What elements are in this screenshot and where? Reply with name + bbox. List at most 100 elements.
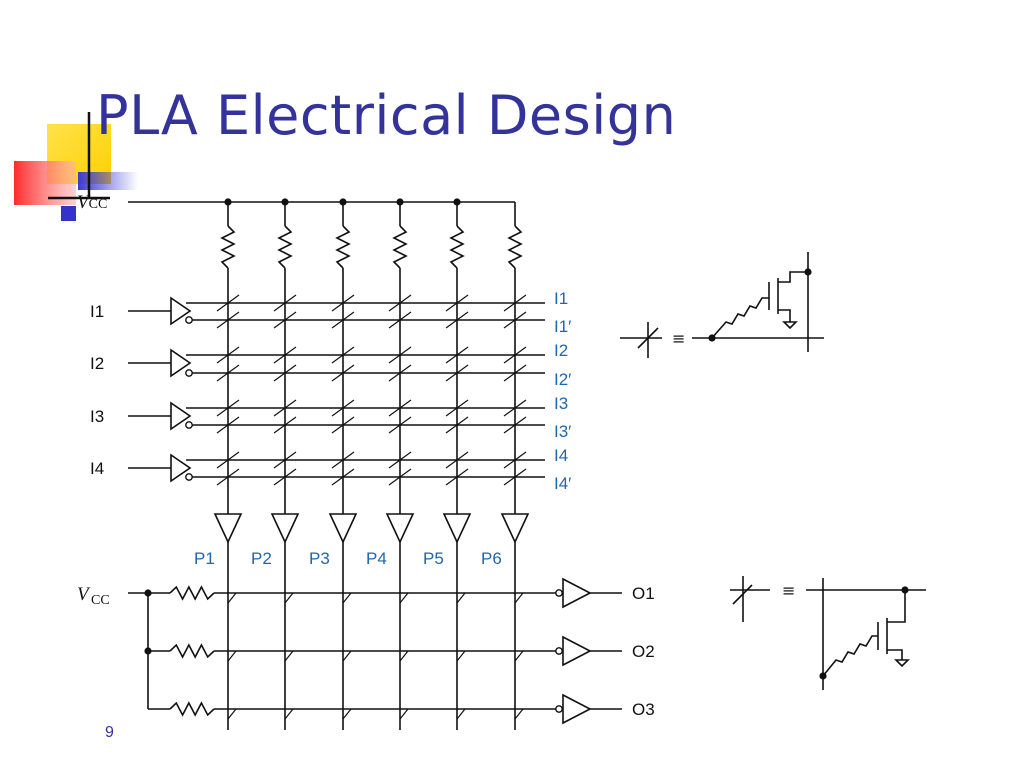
output-label: O3 [632, 700, 655, 719]
crossing-mark [503, 346, 527, 364]
crossing-mark [331, 364, 355, 382]
crossing-mark [456, 650, 466, 662]
line-label: I2′ [554, 370, 571, 389]
crossing-mark [399, 592, 409, 604]
crossing-mark [216, 451, 240, 469]
crossing-mark [388, 364, 412, 382]
product-label: P2 [251, 549, 272, 568]
product-buffer [328, 513, 358, 544]
title-decoration [14, 112, 138, 221]
crossing-mark [399, 650, 409, 662]
inverter-bubble [185, 369, 193, 377]
crossing-mark [216, 311, 240, 329]
inverter-bubble [185, 421, 193, 429]
product-buffer [385, 513, 415, 544]
crossing-mark [388, 416, 412, 434]
crossing-mark [331, 416, 355, 434]
crossing-mark [503, 399, 527, 417]
crossing-mark [456, 592, 466, 604]
vcc-subscript-bottom: CC [91, 593, 110, 608]
equivalence-symbol-1: ≡ [672, 329, 685, 348]
crossing-mark [273, 346, 297, 364]
output-buffer [562, 577, 592, 609]
crossing-mark [503, 364, 527, 382]
crossing-mark [388, 311, 412, 329]
crossing-mark [273, 294, 297, 312]
product-buffer [213, 513, 243, 544]
line-label: I1 [554, 289, 568, 308]
crossing-mark [273, 468, 297, 486]
crossing-mark [399, 708, 409, 720]
crossing-mark [227, 592, 237, 604]
crossing-mark [216, 294, 240, 312]
line-label: I3 [554, 394, 568, 413]
line-label: I2 [554, 341, 568, 360]
input-driver [170, 296, 192, 326]
pullup-resistor [169, 701, 215, 717]
product-label: P6 [481, 549, 502, 568]
pullup-resistor [507, 225, 523, 269]
output-label: O1 [632, 584, 655, 603]
pullup-resistor [220, 225, 236, 269]
crossing-mark [331, 311, 355, 329]
crossing-mark [284, 708, 294, 720]
output-label: O2 [632, 642, 655, 661]
line-label: I3′ [554, 422, 571, 441]
input-label: I4 [90, 459, 104, 478]
product-label: P3 [309, 549, 330, 568]
line-label: I4′ [554, 474, 571, 493]
crossing-mark [388, 468, 412, 486]
output-buffer [562, 635, 592, 667]
product-buffer [270, 513, 300, 544]
crossing-mark [456, 708, 466, 720]
line-label: I4 [554, 446, 568, 465]
crossing-mark [227, 650, 237, 662]
crossing-mark [331, 399, 355, 417]
vcc-label-top: VCC [77, 192, 107, 213]
crossing-mark [216, 364, 240, 382]
deco-blue-square [61, 206, 76, 221]
input-label: I1 [90, 302, 104, 321]
pullup-resistor [169, 585, 215, 601]
pullup-resistor [392, 225, 408, 269]
pullup-resistor [277, 225, 293, 269]
crossing-mark [284, 592, 294, 604]
pullup-resistor [169, 643, 215, 659]
crossing-mark [388, 451, 412, 469]
crossing-mark [445, 311, 469, 329]
inverter-bubble [555, 705, 563, 713]
crossing-mark [227, 708, 237, 720]
crossing-mark [331, 346, 355, 364]
or-plane-transistor-legend: ≡ [730, 576, 926, 690]
crossing-mark [503, 451, 527, 469]
input-label: I3 [90, 407, 104, 426]
equivalence-symbol-2: ≡ [782, 581, 795, 600]
product-label: P4 [366, 549, 387, 568]
input-driver [170, 348, 192, 378]
crossing-mark [503, 416, 527, 434]
pullup-resistor [449, 225, 465, 269]
crossing-mark [514, 650, 524, 662]
vcc-label-bottom: V [77, 584, 91, 605]
input-driver [170, 453, 192, 483]
crossing-mark [331, 294, 355, 312]
inverter-bubble [185, 473, 193, 481]
input-label: I2 [90, 354, 104, 373]
output-buffer [562, 693, 592, 725]
crossing-mark [216, 346, 240, 364]
crossing-mark [284, 650, 294, 662]
crossing-mark [445, 364, 469, 382]
crossing-mark [273, 416, 297, 434]
crossing-mark [503, 294, 527, 312]
product-buffer [500, 513, 530, 544]
crossing-mark [514, 592, 524, 604]
crossing-mark [216, 468, 240, 486]
page-title: PLA Electrical Design [96, 84, 677, 147]
crossing-mark [342, 650, 352, 662]
crossing-mark [273, 399, 297, 417]
crossing-mark [216, 416, 240, 434]
crossing-mark [331, 451, 355, 469]
inverter-bubble [555, 647, 563, 655]
